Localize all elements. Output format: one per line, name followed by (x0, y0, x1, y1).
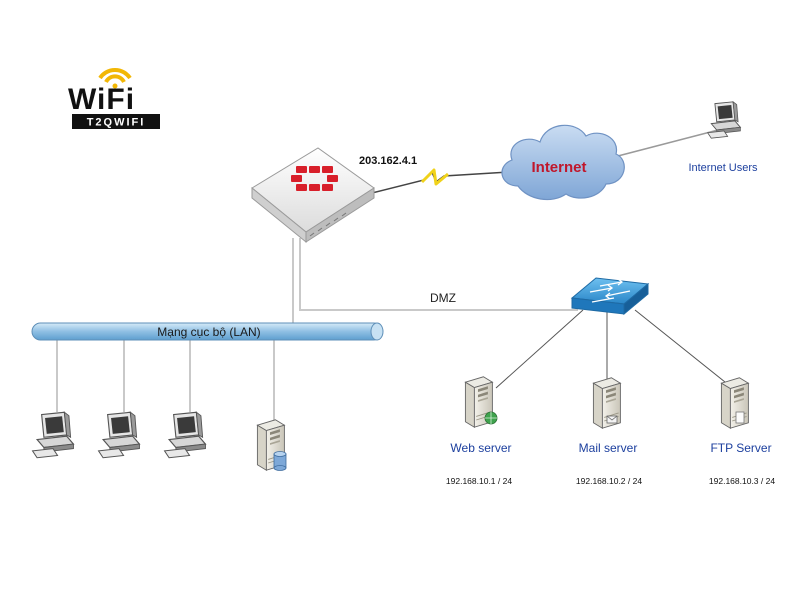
document-icon (735, 411, 745, 424)
lan-pc-2-icon (97, 411, 141, 459)
firewall-device (251, 147, 375, 244)
internet-users-label: Internet Users (688, 162, 758, 174)
internet-label: Internet (531, 159, 586, 176)
internet-cloud-icon: Internet (501, 124, 625, 201)
wan-lightning-icon (420, 168, 449, 186)
lan-pc-3-icon (163, 411, 207, 459)
ftp-server-ip: 192.168.10.3 / 24 (709, 476, 775, 486)
wifi-logo: WiFi T2QWIFI (68, 68, 160, 129)
mail-server-label: Mail server (579, 441, 638, 455)
internet-user-pc-icon (707, 101, 741, 139)
logo-word: WiFi (68, 83, 135, 116)
web-server-ip: 192.168.10.1 / 24 (446, 476, 512, 486)
wan-link (371, 170, 511, 194)
wifi-signal-icon (98, 68, 132, 80)
mail-server-icon (592, 377, 621, 429)
links (56, 238, 578, 420)
firewall-ip: 203.162.4.1 (359, 155, 417, 167)
mail-server-ip: 192.168.10.2 / 24 (576, 476, 642, 486)
dmz-label: DMZ (430, 291, 456, 305)
lan-file-server-icon (256, 419, 287, 471)
ftp-server-icon (720, 377, 749, 429)
lan-backbone: Mạng cục bộ (LAN) (31, 322, 384, 341)
firewall-dmz-link (299, 238, 578, 311)
lan-label: Mạng cục bộ (LAN) (157, 325, 260, 339)
logo-tagline: T2QWIFI (87, 117, 146, 129)
ftp-server-label: FTP Server (710, 441, 771, 455)
internet-users-link (613, 129, 719, 158)
web-server-label: Web server (450, 441, 511, 455)
switch-icon (570, 277, 650, 316)
web-server-icon (464, 376, 498, 428)
lan-pc-1-icon (31, 411, 75, 459)
database-icon (273, 451, 287, 471)
fortinet-logo-icon (291, 166, 338, 191)
switch-server-links (495, 309, 736, 391)
